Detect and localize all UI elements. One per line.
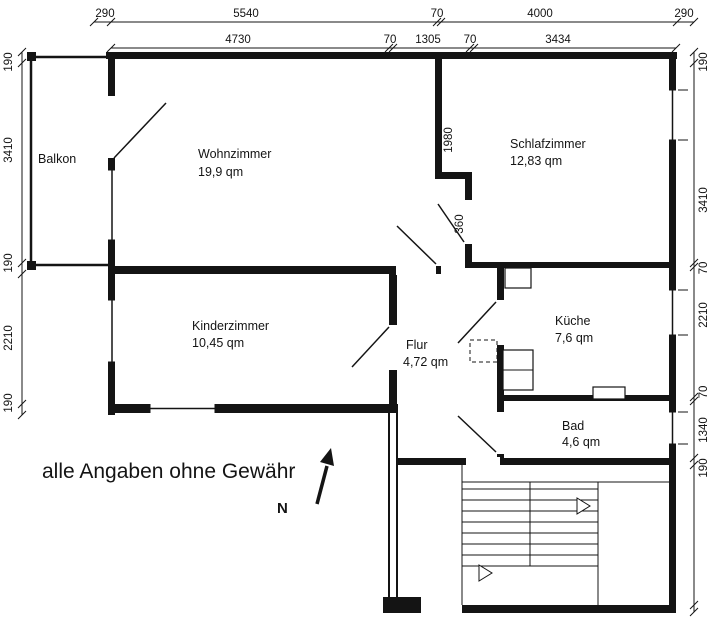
dim-right-2210: 2210	[698, 302, 710, 328]
dim-right-3410: 3410	[698, 187, 710, 213]
balcony-door-swing	[113, 102, 167, 159]
bedroom-door-opening	[464, 200, 473, 244]
kids-door-swing	[351, 326, 390, 368]
dim-left-2210: 2210	[3, 325, 15, 351]
wall-bedroom-bottom	[465, 262, 676, 268]
stairwell	[461, 465, 669, 605]
wall-hall-jog	[435, 172, 472, 179]
kitchen-fixture-top	[504, 267, 532, 289]
window-dimension-ticks	[678, 89, 688, 445]
label-kueche-area: 7,6 qm	[555, 331, 593, 345]
dim-top-inner-70-left: 70	[384, 34, 397, 46]
dim-left-3410: 3410	[3, 137, 15, 163]
dim-top-inner-1305: 1305	[415, 34, 441, 46]
dim-right-1340: 1340	[698, 417, 710, 443]
living-window-jambs	[108, 169, 115, 241]
label-schlafzimmer: Schlafzimmer	[510, 137, 586, 151]
label-bad-area: 4,6 qm	[562, 435, 600, 449]
dim-right-190-bottom: 190	[698, 458, 710, 477]
wall-bath-bottom	[462, 458, 676, 465]
dim-left-190-mid: 190	[3, 253, 15, 272]
dim-top-inner-4730: 4730	[225, 34, 251, 46]
label-kinderzimmer: Kinderzimmer	[192, 319, 269, 333]
wall-stair-bottom	[462, 605, 676, 613]
kitchen-window-jambs	[669, 289, 676, 336]
wall-bottom-left-block	[383, 597, 421, 613]
dim-top-outer-70: 70	[431, 8, 444, 20]
bath-window-jambs	[669, 411, 676, 445]
label-schlafzimmer-area: 12,83 qm	[510, 154, 562, 168]
balcony-corner-top	[27, 52, 36, 61]
north-arrow-head	[320, 448, 334, 466]
balcony-rail	[29, 55, 108, 267]
kids-bottom-window-jambs	[149, 404, 216, 413]
label-wohnzimmer: Wohnzimmer	[198, 147, 271, 161]
dim-ticks-left	[17, 47, 27, 420]
dim-right-70-mid: 70	[698, 262, 710, 275]
dim-ticks-top-inner	[106, 43, 681, 53]
entry-door-opening	[466, 457, 500, 466]
living-door-opening	[396, 265, 436, 275]
stair-direction-arrow-down	[478, 564, 493, 582]
label-balkon: Balkon	[38, 152, 76, 166]
kitchen-door-swing	[457, 301, 497, 344]
dim-ticks-right	[689, 47, 699, 617]
bath-door-swing	[457, 415, 497, 453]
balcony-outline	[27, 52, 108, 270]
label-wohnzimmer-area: 19,9 qm	[198, 165, 243, 179]
windows	[108, 89, 688, 445]
bedroom-window-jambs	[669, 89, 676, 141]
dim-interior-360: 360	[454, 214, 466, 233]
dim-right-190-top: 190	[698, 52, 710, 71]
room-labels: Balkon Wohnzimmer 19,9 qm Schlafzimmer 1…	[38, 137, 600, 449]
living-door-swing	[396, 225, 437, 265]
north-arrow-shaft	[315, 465, 329, 505]
wall-kids-bottom	[108, 404, 398, 413]
kids-door-opening	[388, 325, 398, 370]
balcony-door-opening	[107, 96, 116, 158]
wall-corridor-left-inner	[396, 413, 398, 603]
kitchen-door-opening	[496, 300, 505, 345]
dim-right-70-low: 70	[698, 386, 710, 399]
wall-kitchen-bath	[497, 395, 676, 401]
dim-top-outer-290-right: 290	[674, 8, 693, 20]
wall-living-bedroom	[435, 52, 442, 178]
dim-top-outer-4000: 4000	[527, 8, 553, 20]
wall-hall-bottom	[398, 458, 462, 465]
annotations: alle Angaben ohne Gewähr N	[42, 448, 334, 517]
north-label: N	[277, 500, 288, 517]
dim-interior-1980: 1980	[443, 127, 455, 153]
hall-dashed-fixture	[469, 339, 498, 363]
bath-fixture	[592, 386, 626, 400]
kids-window-jambs	[108, 299, 115, 363]
dimension-lines	[17, 17, 699, 617]
label-kueche: Küche	[555, 314, 590, 328]
wall-top	[106, 52, 677, 59]
disclaimer-text: alle Angaben ohne Gewähr	[42, 460, 295, 483]
label-flur: Flur	[406, 338, 428, 352]
dim-left-190-top: 190	[3, 52, 15, 71]
fixtures	[469, 267, 626, 400]
label-flur-area: 4,72 qm	[403, 355, 448, 369]
label-bad: Bad	[562, 419, 584, 433]
bath-door-opening	[496, 412, 505, 454]
dim-ticks-top-outer	[89, 17, 699, 27]
dim-left-190-bottom: 190	[3, 393, 15, 412]
wall-kitchen-left	[497, 262, 504, 464]
stair-direction-arrow-up	[576, 497, 591, 515]
bedroom-door-swing	[437, 203, 465, 243]
door-swings	[113, 102, 497, 453]
dim-top-inner-70-right: 70	[464, 34, 477, 46]
dim-top-outer-290-left: 290	[95, 8, 114, 20]
dimension-labels: 290 5540 70 4000 290 4730 70 1305 70 343…	[3, 8, 710, 478]
wall-living-kids	[108, 266, 441, 274]
label-kinderzimmer-area: 10,45 qm	[192, 336, 244, 350]
balcony-corner-bottom	[27, 261, 36, 270]
wall-corridor-left-outer	[388, 413, 390, 603]
dim-top-outer-5540: 5540	[233, 8, 259, 20]
dim-top-inner-3434: 3434	[545, 34, 571, 46]
